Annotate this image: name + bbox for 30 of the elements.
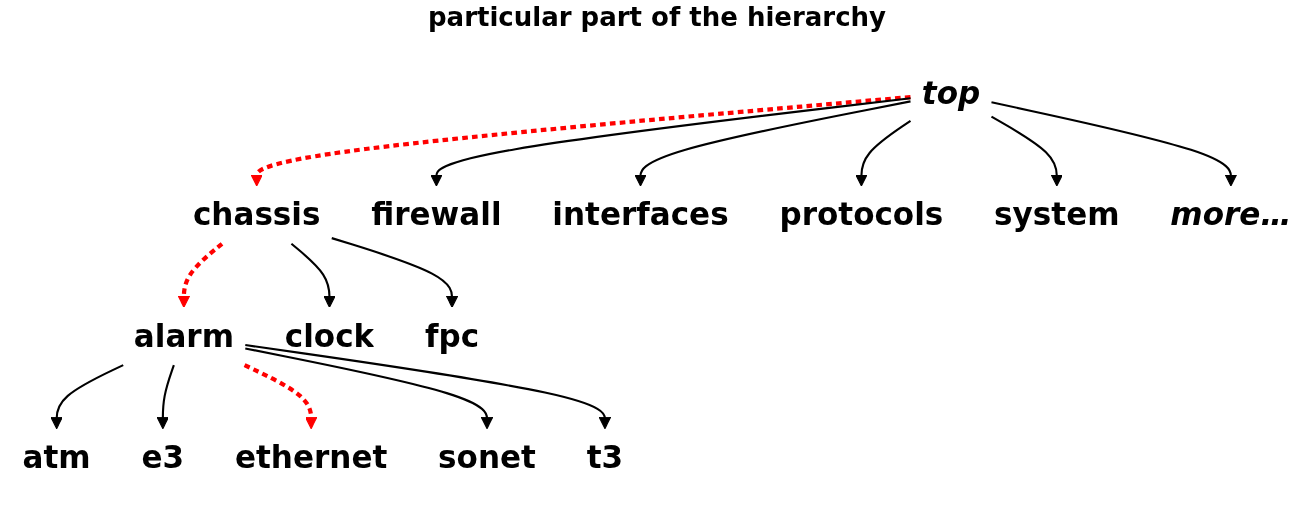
node-text: fpc xyxy=(425,318,480,354)
node-text: sonet xyxy=(438,439,536,476)
arrow xyxy=(50,364,124,430)
arrow xyxy=(250,94,911,187)
arrow xyxy=(290,242,336,308)
arrow xyxy=(991,101,1238,187)
node-text: system xyxy=(994,197,1120,233)
arrow xyxy=(245,347,494,430)
arrow xyxy=(430,97,911,187)
arrow xyxy=(243,363,318,430)
node-text: alarm xyxy=(133,318,234,354)
arrow xyxy=(855,120,912,187)
node-text: more… xyxy=(1170,197,1292,233)
arrow xyxy=(177,242,224,308)
node-text: chassis xyxy=(192,197,321,233)
node-text: e3 xyxy=(141,439,185,476)
arrow xyxy=(990,115,1064,187)
arrow xyxy=(331,237,459,308)
node-text: t3 xyxy=(586,439,624,476)
arrow xyxy=(245,343,612,430)
node-text: atm xyxy=(22,439,91,476)
node-text: firewall xyxy=(371,197,502,233)
node-text: protocols xyxy=(779,197,944,233)
node-text: ethernet xyxy=(234,439,388,476)
arrow xyxy=(156,364,175,430)
node-text: top xyxy=(921,75,981,112)
node-text: clock xyxy=(284,318,375,354)
title: particular part of the hierarchy xyxy=(428,2,886,32)
node-text: interfaces xyxy=(552,197,729,233)
arrow xyxy=(634,100,911,187)
